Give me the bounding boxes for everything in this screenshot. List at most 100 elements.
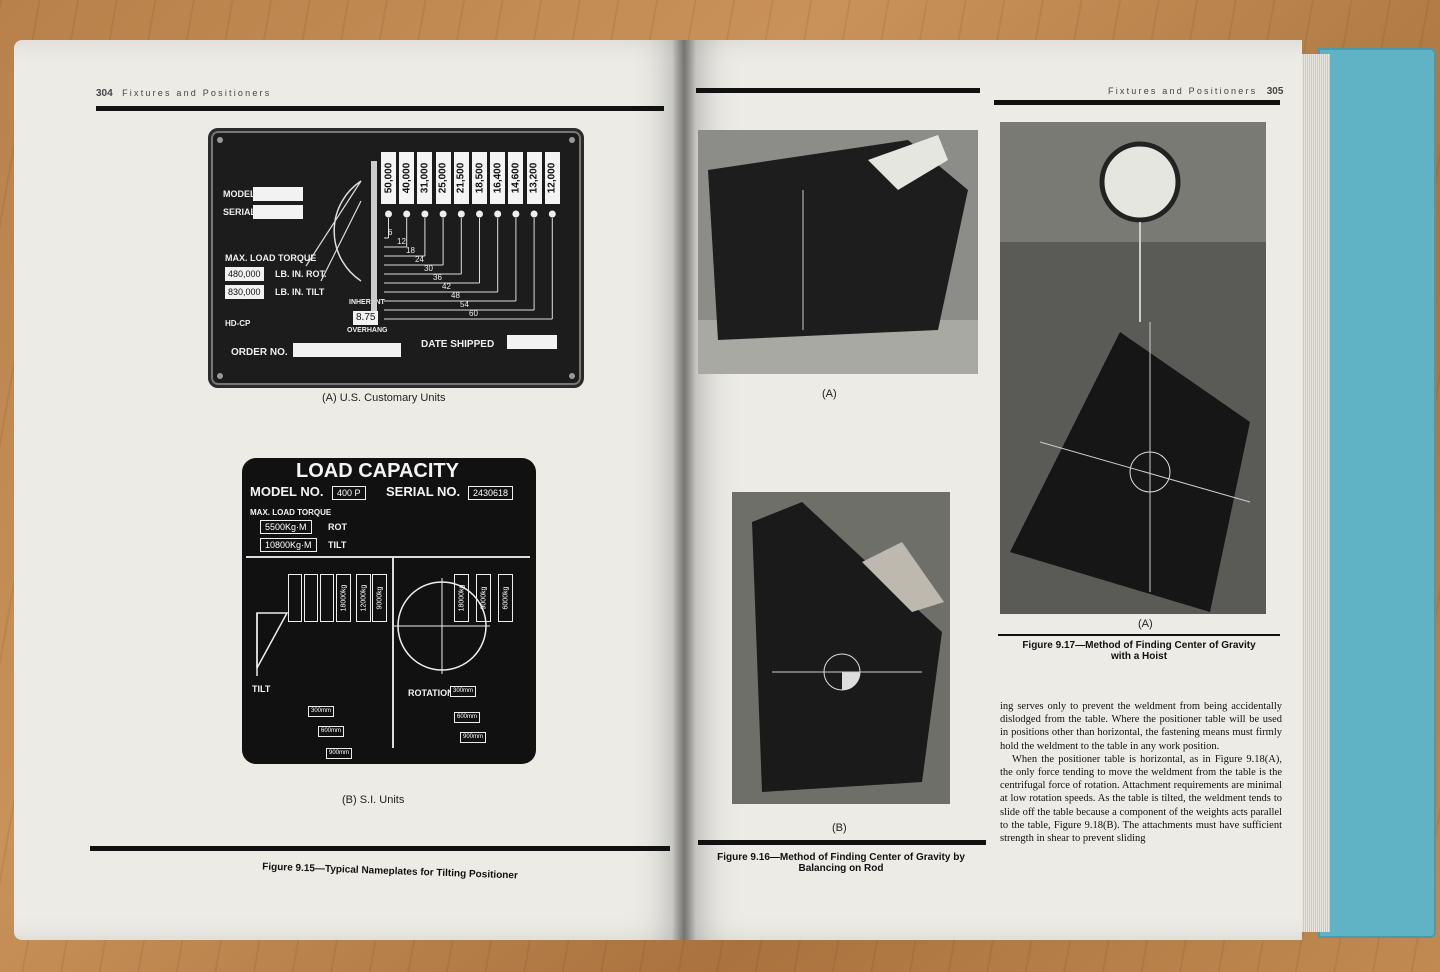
left-head-rule bbox=[96, 106, 664, 111]
rot-label: ROT bbox=[328, 522, 347, 532]
figure-9-17-caption: Figure 9.17—Method of Finding Center of … bbox=[996, 640, 1282, 662]
distance-tick-9: 60 bbox=[469, 309, 478, 318]
left-running-head-text: Fixtures and Positioners bbox=[122, 88, 272, 98]
tilt-torque-unit: LB. IN. TILT bbox=[275, 287, 325, 297]
figure-9-16-b-caption: (B) bbox=[832, 822, 847, 834]
tilt-capacity-2: 9000kg bbox=[372, 574, 387, 622]
nameplate-si-units: LOAD CAPACITY MODEL NO. 400 P SERIAL NO.… bbox=[242, 458, 536, 764]
tilt-dim-300: 300mm bbox=[308, 706, 335, 717]
rot-capacity-0: 18000kg bbox=[454, 574, 469, 622]
screw-icon bbox=[569, 373, 575, 379]
distance-tick-4: 30 bbox=[424, 264, 433, 273]
model-field bbox=[253, 187, 303, 201]
distance-tick-6: 42 bbox=[442, 282, 451, 291]
capacity-column-7: 14,600 bbox=[508, 152, 524, 204]
plate-divider bbox=[246, 556, 530, 558]
rotation-section-label: ROTATION bbox=[408, 688, 454, 698]
weldment-photo-b bbox=[732, 492, 950, 804]
tilt-torque-value: 830,000 bbox=[225, 285, 264, 299]
distance-tick-8: 54 bbox=[460, 300, 469, 309]
serial-no-label: SERIAL NO. bbox=[386, 484, 461, 499]
figure-9-16-b-photo bbox=[732, 492, 950, 804]
tilt-empty-column bbox=[288, 574, 302, 622]
weldment-photo-a bbox=[698, 130, 978, 374]
rot-capacity-2: 6000kg bbox=[498, 574, 513, 622]
book-cover-edge bbox=[1318, 48, 1436, 938]
load-capacity-title: LOAD CAPACITY bbox=[296, 460, 459, 482]
right-running-head: Fixtures and Positioners 305 bbox=[1108, 86, 1283, 97]
right-head-rule-left bbox=[696, 88, 980, 93]
model-no-value: 400 P bbox=[332, 486, 366, 500]
rot-dim-600: 600mm bbox=[454, 712, 481, 723]
model-label: MODEL bbox=[223, 189, 256, 199]
serial-no-value: 2430618 bbox=[468, 486, 514, 500]
body-paragraph-1: ing serves only to prevent the weldment … bbox=[1000, 701, 1282, 752]
figure-9-17-a-photo bbox=[1000, 122, 1266, 614]
serial-field bbox=[253, 205, 303, 219]
tilt-triangle-diagram bbox=[256, 612, 289, 676]
figure-9-16-a-photo bbox=[698, 130, 978, 374]
body-paragraph-2: When the positioner table is horizontal,… bbox=[1000, 753, 1282, 845]
distance-tick-5: 36 bbox=[433, 273, 442, 282]
capacity-column-9: 12,000 bbox=[544, 152, 560, 204]
tilt-capacity-1: 12000kg bbox=[356, 574, 371, 622]
rot-torque-unit: LB. IN. ROT. bbox=[275, 269, 327, 279]
figure-9-16-caption: Figure 9.16—Method of Finding Center of … bbox=[696, 852, 986, 874]
capacity-column-3: 25,000 bbox=[435, 152, 451, 204]
nameplate-b-caption: (B) S.I. Units bbox=[342, 794, 405, 806]
figure-9-15-rule bbox=[90, 846, 670, 851]
overhang-label: OVERHANG bbox=[347, 327, 388, 334]
figure-9-16-a-caption: (A) bbox=[822, 388, 837, 400]
distance-tick-2: 18 bbox=[406, 246, 415, 255]
tilt-empty-column bbox=[320, 574, 334, 622]
distance-tick-7: 48 bbox=[451, 291, 460, 300]
inherent-value: 8.75 bbox=[353, 311, 379, 325]
left-page-number: 304 bbox=[96, 88, 113, 99]
right-head-rule-right bbox=[994, 100, 1280, 105]
body-text: ing serves only to prevent the weldment … bbox=[1000, 700, 1282, 845]
max-load-torque-label: MAX. LOAD TORQUE bbox=[250, 508, 332, 517]
max-load-torque-label: MAX. LOAD TORQUE bbox=[225, 253, 317, 263]
rot-torque-value: 5500Kg·M bbox=[260, 520, 312, 534]
nameplate-a-caption: (A) U.S. Customary Units bbox=[322, 392, 446, 404]
model-no-label: MODEL NO. bbox=[250, 484, 324, 499]
right-page-number: 305 bbox=[1266, 86, 1284, 97]
serial-label: SERIAL bbox=[223, 207, 257, 217]
capacity-column-6: 16,400 bbox=[490, 152, 506, 204]
nameplate-us-units: MODEL SERIAL MAX. LOAD TORQUE 480,000 LB… bbox=[208, 128, 584, 388]
capacity-column-4: 21,500 bbox=[453, 152, 469, 204]
rot-dim-900: 900mm bbox=[460, 732, 487, 743]
tilt-label: TILT bbox=[328, 540, 347, 550]
right-running-head-text: Fixtures and Positioners bbox=[1108, 86, 1258, 96]
figure-9-16-rule bbox=[698, 840, 986, 845]
screw-icon bbox=[569, 137, 575, 143]
plate-vertical-bar bbox=[371, 161, 377, 311]
rot-capacity-1: 9000kg bbox=[476, 574, 491, 622]
rot-torque-value: 480,000 bbox=[225, 267, 264, 281]
book-gutter bbox=[672, 40, 696, 940]
screw-icon bbox=[217, 137, 223, 143]
inherent-label: INHERENT bbox=[349, 299, 385, 306]
capacity-column-5: 18,500 bbox=[472, 152, 487, 204]
rotation-circle-diagram bbox=[394, 578, 490, 674]
tilt-torque-value: 10800Kg·M bbox=[260, 538, 317, 552]
figure-9-16-caption-line2: Balancing on Rod bbox=[798, 863, 884, 874]
plate-center-divider bbox=[392, 558, 394, 748]
quarter-circle-diagram bbox=[305, 180, 362, 282]
distance-tick-1: 12 bbox=[397, 237, 406, 246]
distance-tick-3: 24 bbox=[415, 255, 424, 264]
figure-9-17-caption-line2: with a Hoist bbox=[1110, 651, 1168, 662]
date-shipped-label: DATE SHIPPED bbox=[421, 339, 495, 350]
capacity-column-0: 50,000 bbox=[381, 152, 396, 204]
tilt-capacity-0: 18000kg bbox=[336, 574, 351, 622]
capacity-column-8: 13,200 bbox=[526, 152, 542, 204]
left-running-head: 304 Fixtures and Positioners bbox=[96, 88, 271, 99]
tilt-dim-900: 900mm bbox=[326, 748, 353, 759]
screw-icon bbox=[217, 373, 223, 379]
order-no-field bbox=[293, 343, 401, 357]
tilt-section-label: TILT bbox=[252, 684, 271, 694]
figure-9-16-caption-line1: Figure 9.16—Method of Finding Center of … bbox=[717, 852, 965, 863]
tilt-empty-column bbox=[304, 574, 318, 622]
distance-tick-0: 6 bbox=[388, 228, 393, 237]
figure-9-17-rule bbox=[998, 634, 1280, 636]
